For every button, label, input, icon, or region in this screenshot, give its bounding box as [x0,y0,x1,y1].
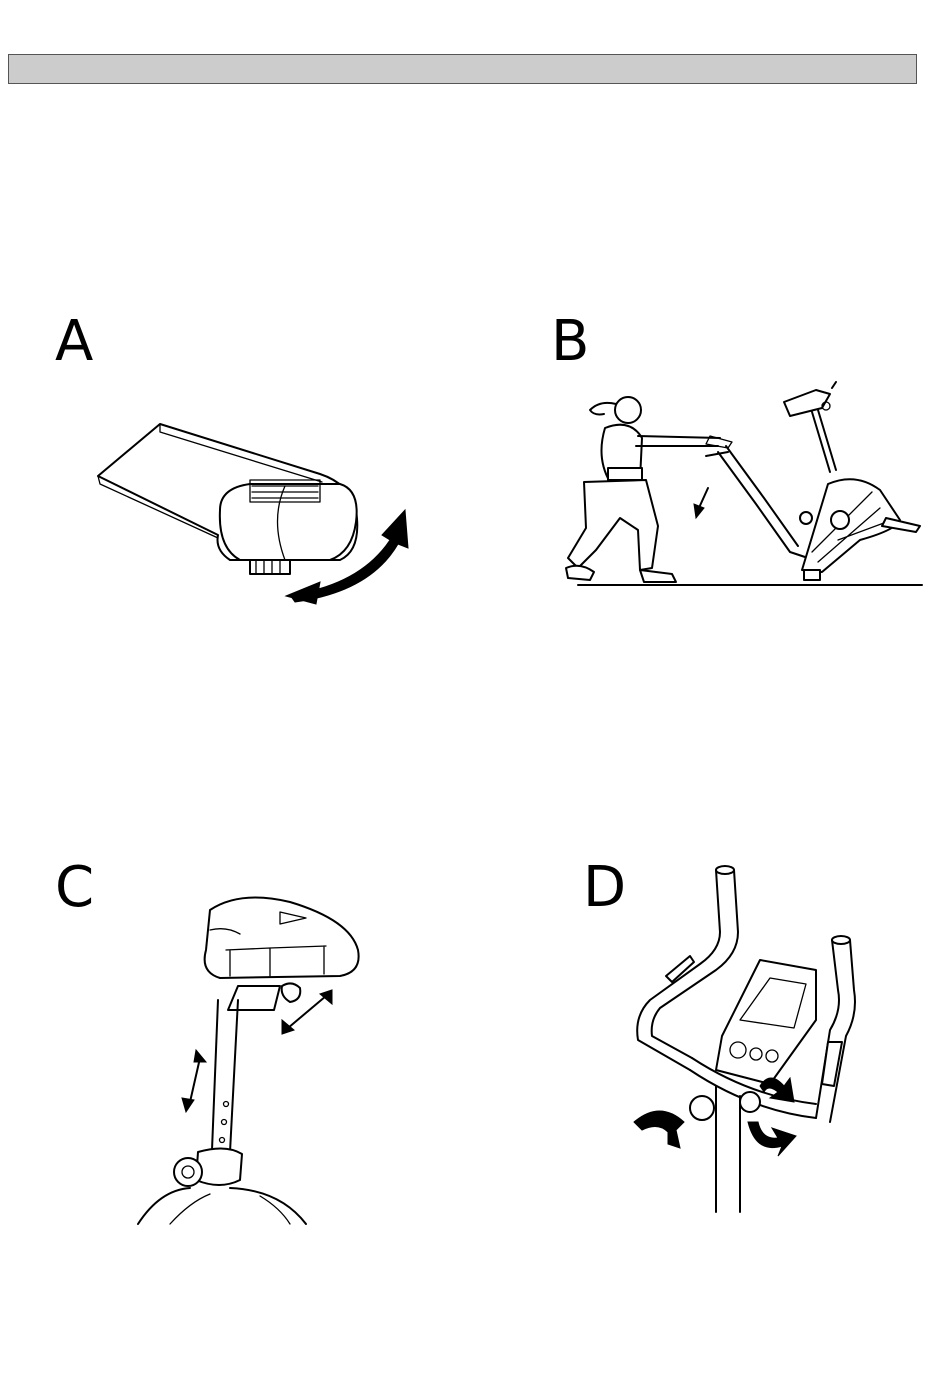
panel-label-a: A [55,314,93,370]
panel-label-c: C [55,860,94,916]
bike-moving-illustration [560,380,930,595]
seat-tilt-illustration [90,410,430,610]
handlebar-adjust-illustration [620,860,880,1220]
section-header-bar [8,54,917,84]
panel-label-b: B [551,314,589,370]
seat-height-illustration [130,890,370,1230]
